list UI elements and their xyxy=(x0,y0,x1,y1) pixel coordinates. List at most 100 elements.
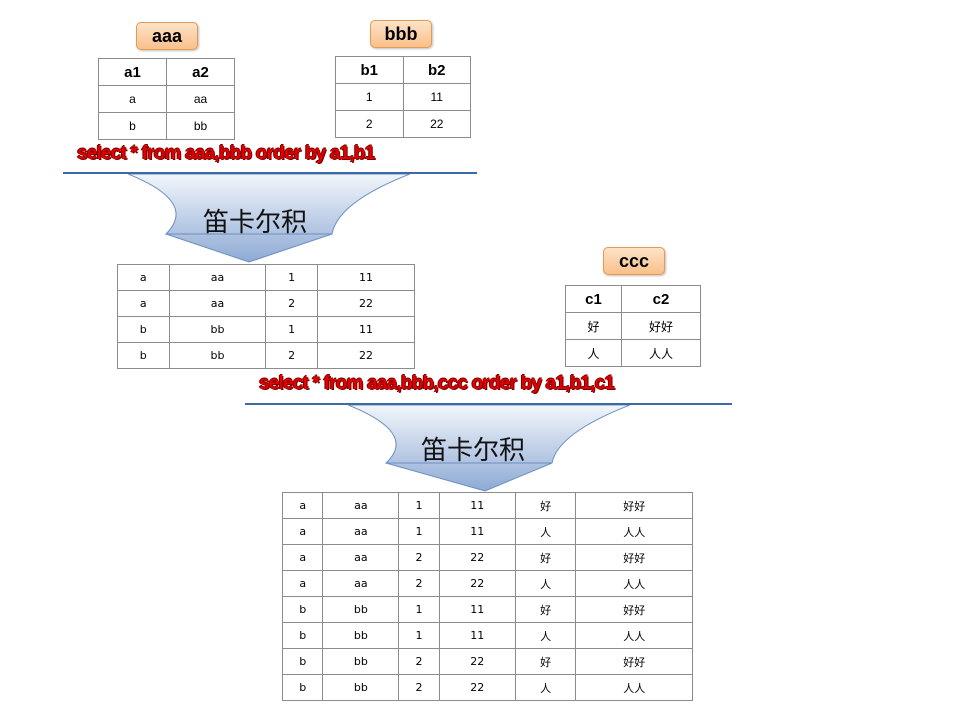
table-name-tag-aaa: aaa xyxy=(136,22,198,50)
table-cell: 人 xyxy=(514,518,577,545)
table-cell: 好好 xyxy=(575,492,693,519)
table-row: b bb 2 22 xyxy=(117,342,415,369)
cartesian-product-label-1: 笛卡尔积 xyxy=(203,208,308,238)
table-cell: 人人 xyxy=(575,570,693,597)
divider-line-1 xyxy=(63,172,477,174)
table-header: b2 xyxy=(402,56,471,84)
table-cell: 22 xyxy=(438,648,516,675)
table-cell: 22 xyxy=(402,110,471,138)
table-cell: bb xyxy=(166,112,235,140)
down-arrow-1 xyxy=(128,174,410,263)
table-cell: b xyxy=(117,342,170,369)
table-cell: 好好 xyxy=(575,648,693,675)
table-cell: b xyxy=(98,112,167,140)
table-cell: 11 xyxy=(438,492,516,519)
sql-query-2: select * from aaa,bbb,ccc order by a1,b1… xyxy=(259,373,615,394)
table-cell: b xyxy=(281,596,324,623)
table-cell: bb xyxy=(322,674,400,701)
source-table-aaa: a1 a2 a aa b bb xyxy=(98,58,235,140)
source-table-ccc: c1 c2 好 好好 人 人人 xyxy=(565,285,702,367)
table-cell: 22 xyxy=(438,544,516,571)
table-row: 好 好好 xyxy=(565,312,702,340)
table-cell: 22 xyxy=(317,342,415,369)
table-cell: 人人 xyxy=(620,339,702,367)
table-cell: 2 xyxy=(398,674,440,701)
table-cell: 22 xyxy=(438,570,516,597)
table-cell: a xyxy=(281,570,324,597)
table-row: a aa 1 11 xyxy=(117,264,415,291)
table-cell: 1 xyxy=(398,622,440,649)
table-name-tag-bbb: bbb xyxy=(370,20,432,48)
table-cell: 11 xyxy=(438,596,516,623)
table-cell: 2 xyxy=(398,648,440,675)
table-cell: b xyxy=(281,674,324,701)
table-cell: 1 xyxy=(398,596,440,623)
table-cell: aa xyxy=(322,544,400,571)
table-row: b bb xyxy=(98,112,235,140)
source-table-bbb: b1 b2 1 11 2 22 xyxy=(335,56,471,138)
table-cell: bb xyxy=(168,342,267,369)
table-row: 人 人人 xyxy=(565,339,702,367)
table-header: c2 xyxy=(620,285,702,313)
table-row: b bb 1 11 xyxy=(117,316,415,343)
table-cell: 1 xyxy=(265,316,319,343)
table-row: a aa xyxy=(98,85,235,113)
table-cell: 好好 xyxy=(620,312,702,340)
table-cell: aa xyxy=(168,264,267,291)
table-cell: a xyxy=(281,492,324,519)
table-cell: aa xyxy=(168,290,267,317)
table-cell: 好 xyxy=(514,492,577,519)
table-cell: 好 xyxy=(514,544,577,571)
table-cell: aa xyxy=(322,570,400,597)
table-cell: aa xyxy=(322,518,400,545)
table-cell: a xyxy=(98,85,167,113)
table-cell: 人 xyxy=(565,339,622,367)
table-cell: 11 xyxy=(317,264,415,291)
table-cell: b xyxy=(117,316,170,343)
table-cell: aa xyxy=(322,492,400,519)
table-header: a1 xyxy=(98,58,167,86)
table-cell: bb xyxy=(322,648,400,675)
table-header: a2 xyxy=(166,58,235,86)
table-cell: 11 xyxy=(402,83,471,111)
divider-line-2 xyxy=(245,403,732,405)
table-cell: 1 xyxy=(265,264,319,291)
table-cell: 人人 xyxy=(575,622,693,649)
table-cell: 2 xyxy=(265,342,319,369)
down-arrow-2 xyxy=(348,405,630,492)
table-cell: b xyxy=(281,622,324,649)
table-cell: 人 xyxy=(514,622,577,649)
table-row: 1 11 xyxy=(335,83,471,111)
table-cell: b xyxy=(281,648,324,675)
table-cell: 人人 xyxy=(575,518,693,545)
table-cell: a xyxy=(281,544,324,571)
table-cell: a xyxy=(281,518,324,545)
table-header: c1 xyxy=(565,285,622,313)
table-cell: 11 xyxy=(317,316,415,343)
table-cell: 人人 xyxy=(575,674,693,701)
table-cell: 1 xyxy=(335,83,404,111)
table-cell: 11 xyxy=(438,622,516,649)
result-table-1: a aa 1 11 a aa 2 22 b bb 1 11 b bb 2 22 xyxy=(117,264,415,369)
table-cell: 22 xyxy=(317,290,415,317)
table-cell: 2 xyxy=(335,110,404,138)
table-cell: aa xyxy=(166,85,235,113)
table-cell: 1 xyxy=(398,518,440,545)
table-cell: 11 xyxy=(438,518,516,545)
table-cell: 人 xyxy=(514,570,577,597)
table-cell: a xyxy=(117,264,170,291)
table-cell: bb xyxy=(322,622,400,649)
table-row: 2 22 xyxy=(335,110,471,138)
table-cell: 好 xyxy=(514,596,577,623)
cartesian-product-label-2: 笛卡尔积 xyxy=(421,436,526,466)
table-cell: 2 xyxy=(398,570,440,597)
table-cell: 好好 xyxy=(575,596,693,623)
